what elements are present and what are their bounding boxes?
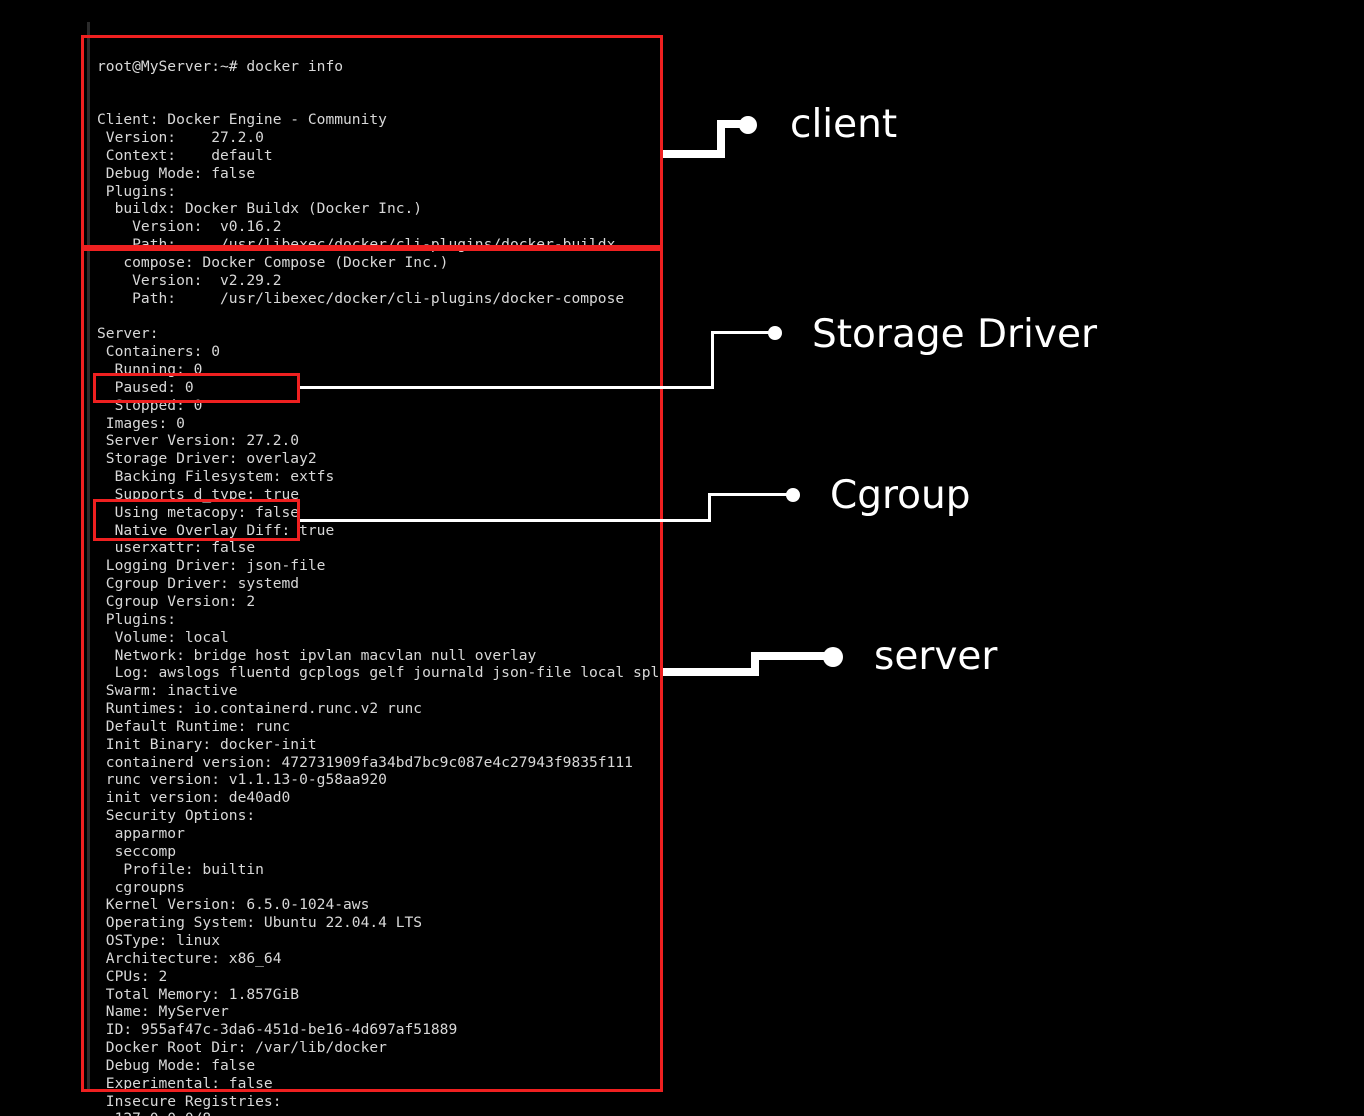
terminal-line: Using metacopy: false [97,503,300,521]
terminal-line: cgroupns [97,878,185,896]
terminal-line: Debug Mode: false [97,1056,256,1074]
terminal-gutter-line [87,22,90,1092]
terminal-line: Operating System: Ubuntu 22.04.4 LTS [97,914,423,932]
terminal-line: ID: 955af47c-3da6-451d-be16-4d697af51889 [97,1021,458,1039]
terminal-line: Init Binary: docker-init [97,735,317,753]
terminal-line: Total Memory: 1.857GiB [97,985,300,1003]
terminal-line: Docker Root Dir: /var/lib/docker [97,1039,387,1057]
terminal-line: userxattr: false [97,539,256,557]
terminal-line: buildx: Docker Buildx (Docker Inc.) [97,200,423,218]
terminal-line: Supports d_type: true [97,485,300,503]
terminal-line: Runtimes: io.containerd.runc.v2 runc [97,700,423,718]
terminal-line: Running: 0 [97,361,203,379]
terminal-line: Name: MyServer [97,1003,229,1021]
terminal-line: 127.0.0.0/8 [97,1110,663,1116]
terminal-line: OSType: linux [97,932,221,950]
terminal-line: Default Runtime: runc [97,717,291,735]
callout-label-cgroup: Cgroup [830,473,971,518]
terminal-line: runc version: v1.1.13-0-g58aa920 [97,771,387,789]
terminal-line: Version: 27.2.0 [97,129,264,147]
terminal-line: Server: [97,325,159,343]
callout-label-server: server [874,634,998,679]
terminal-line: Version: v0.16.2 [97,218,282,236]
terminal-line: Cgroup Version: 2 [97,593,256,610]
terminal-line: Native Overlay Diff: true [97,521,335,539]
terminal-line: Path: /usr/libexec/docker/cli-plugins/do… [97,289,625,307]
terminal-line: Stopped: 0 [97,396,203,414]
terminal-prompt-line: root@MyServer:~# docker info [97,57,344,75]
callout-label-storage-driver: Storage Driver [812,312,1097,357]
terminal-output: root@MyServer:~# docker info Client: Doc… [97,22,663,1116]
terminal-line: Experimental: false [97,1074,273,1092]
terminal-clip: root@MyServer:~# docker info Client: Doc… [0,0,663,1116]
terminal-line: Plugins: [97,610,177,628]
terminal-line: Network: bridge host ipvlan macvlan null… [97,646,537,664]
terminal-line: Storage Driver: overlay2 [97,450,317,468]
terminal-line: seccomp [97,842,177,860]
terminal-line: Paused: 0 [97,378,194,396]
terminal-line: Debug Mode: false [97,164,256,182]
terminal-line: Architecture: x86_64 [97,949,282,967]
terminal-line: Volume: local [97,628,229,646]
callout-label-client: client [790,102,898,147]
terminal-line: Backing Filesystem: extfs [97,468,335,486]
terminal-line: Profile: builtin [97,860,264,878]
terminal-line: apparmor [97,824,185,842]
terminal-line: compose: Docker Compose (Docker Inc.) [97,253,449,271]
terminal-line: Images: 0 [97,414,185,432]
terminal-line: Context: default [97,146,273,164]
terminal-line: Plugins: [97,182,177,200]
terminal-line: Security Options: [97,807,256,825]
terminal-line: Insecure Registries: [97,1092,282,1110]
terminal-line [97,308,663,326]
terminal-line: Cgroup Driver: systemd [97,575,300,593]
terminal-line: CPUs: 2 [97,967,168,985]
terminal-lines: Client: Docker Engine - Community Versio… [97,111,663,1116]
terminal-line: Server Version: 27.2.0 [97,432,300,450]
terminal-line: Log: awslogs fluentd gcplogs gelf journa… [114,664,663,682]
terminal-line: Path: /usr/libexec/docker/cli-plugins/do… [97,236,616,254]
terminal-line: containerd version: 472731909fa34bd7bc9c… [97,753,633,771]
terminal-line: Version: v2.29.2 [97,271,282,289]
terminal-line: init version: de40ad0 [97,789,291,807]
terminal-line: Client: Docker Engine - Community [97,111,387,129]
terminal-line: Swarm: inactive [97,682,238,700]
terminal-line: Containers: 0 [97,343,221,361]
terminal-line: Logging Driver: json-file [97,557,326,575]
terminal-line: Kernel Version: 6.5.0-1024-aws [97,896,370,914]
